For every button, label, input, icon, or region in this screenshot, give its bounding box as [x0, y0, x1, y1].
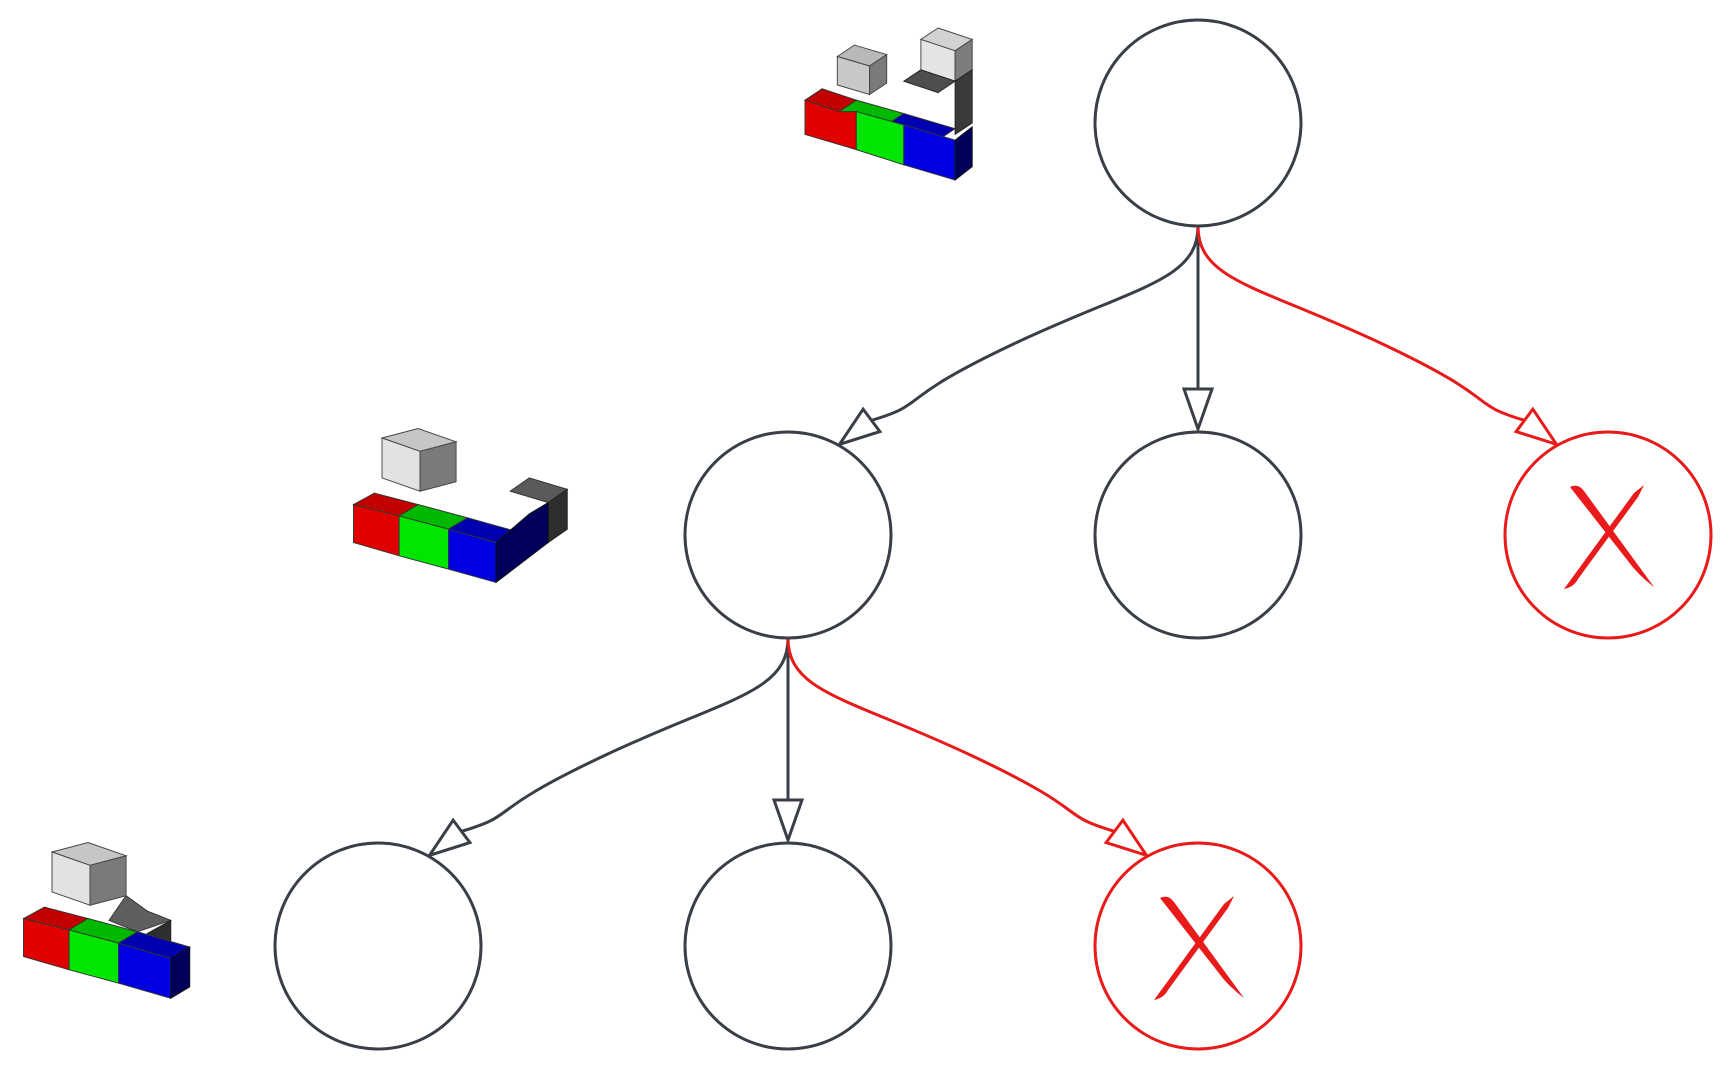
tree-node-n1 — [683, 430, 893, 640]
edges-layer — [425, 225, 1561, 859]
edge-n1-n5 — [771, 638, 805, 845]
tree-node-n2 — [1093, 430, 1303, 640]
edge-root-n2 — [1181, 226, 1215, 434]
tree-node-n6 — [1093, 841, 1303, 1051]
tree-node-root — [1093, 18, 1303, 228]
x-mark-icon — [1564, 485, 1654, 589]
tree-node-n5 — [683, 841, 893, 1051]
cube-configuration-icon-level-1 — [352, 428, 569, 584]
edge-root-n1 — [835, 225, 1200, 448]
nodes-layer — [273, 18, 1713, 1051]
tree-node-n4 — [273, 841, 483, 1051]
edge-root-n3 — [1196, 225, 1561, 448]
edge-n1-n4 — [425, 637, 790, 859]
arrowhead-icon — [771, 798, 805, 845]
arrowhead-icon — [1103, 817, 1151, 859]
x-mark-icon — [1154, 896, 1244, 1000]
arrowhead-icon — [835, 406, 883, 448]
edge-n1-n6 — [786, 637, 1151, 859]
cube-configuration-icon-level-2 — [22, 842, 191, 1000]
arrowhead-icon — [1513, 406, 1561, 448]
tree-node-n3 — [1503, 430, 1713, 640]
arrowhead-icon — [1181, 387, 1215, 434]
cube-configuration-icon-level-0 — [803, 27, 974, 181]
arrowhead-icon — [425, 817, 473, 859]
